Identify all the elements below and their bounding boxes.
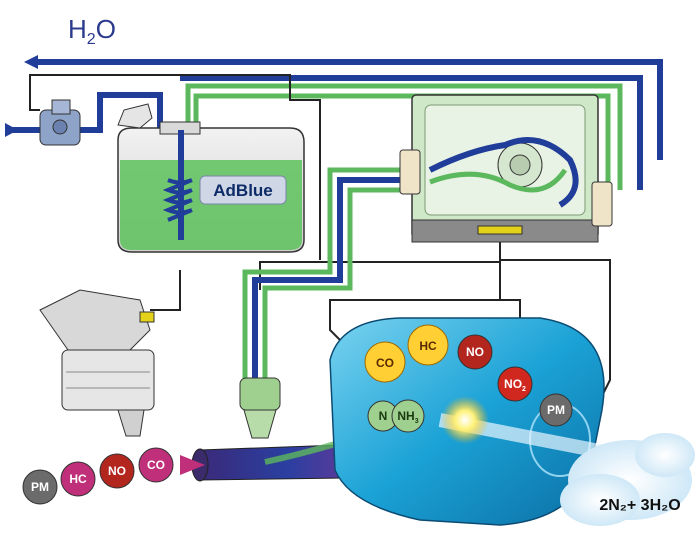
- exhaust-cloud: [560, 433, 695, 526]
- co-ball: [138, 447, 174, 483]
- intake-pollutants: PM HC NO CO: [22, 447, 174, 505]
- catalyst-molecules: CO HC NO NO2 N NH3 PM: [364, 324, 573, 433]
- supply-module: [399, 94, 613, 243]
- no-catalyst-label: NO: [466, 345, 484, 359]
- dosing-injector: [239, 377, 281, 459]
- no-ball: [99, 453, 135, 489]
- hc-catalyst-label: HC: [419, 339, 437, 353]
- wiring: [29, 74, 611, 421]
- adblue-tank: AdBlue: [117, 103, 305, 253]
- no2-catalyst-ball: [497, 366, 533, 402]
- co-label: CO: [147, 458, 165, 472]
- nh3-catalyst-label: NH3: [397, 409, 418, 425]
- pm-ball: [22, 469, 58, 505]
- co-catalyst-ball: [364, 341, 406, 383]
- pm-catalyst-label: PM: [547, 403, 565, 417]
- nh3-catalyst-ball: [391, 399, 425, 433]
- no-catalyst-ball: [457, 334, 493, 370]
- pm-label: PM: [31, 480, 49, 494]
- adblue-label: AdBlue: [213, 181, 273, 200]
- output-label: 2N₂+ 3H₂O: [599, 497, 680, 514]
- injector-lines: [242, 167, 420, 380]
- co-catalyst-label: CO: [376, 356, 394, 370]
- air-filter: [39, 289, 155, 437]
- hc-label: HC: [69, 472, 87, 486]
- hc-catalyst-ball: [407, 324, 449, 366]
- water-label: H2O: [68, 14, 116, 48]
- no-label: NO: [108, 464, 126, 478]
- n-catalyst-label: N: [379, 409, 388, 423]
- no2-catalyst-label: NO2: [504, 377, 526, 393]
- water-return-line: [24, 55, 663, 190]
- hc-ball: [60, 461, 96, 497]
- pm-catalyst-ball: [539, 393, 573, 427]
